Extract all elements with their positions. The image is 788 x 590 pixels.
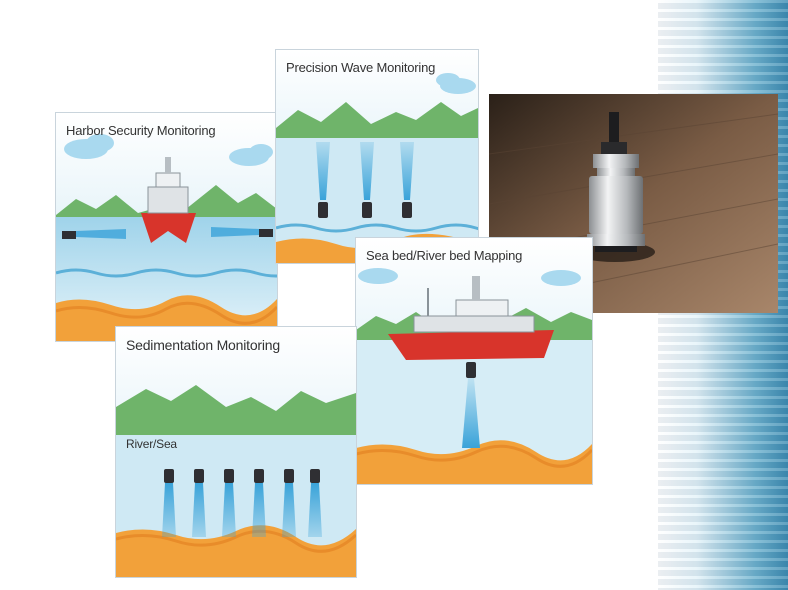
sensor-array (316, 142, 414, 218)
sedimentation-title: Sedimentation Monitoring (126, 337, 280, 353)
sedimentation-panel: Sedimentation Monitoring River/Sea (115, 326, 357, 578)
sonar-beam (462, 378, 480, 448)
ship-icon (141, 157, 196, 243)
cloud-icon (358, 268, 581, 286)
sensor-beam-left (62, 229, 126, 239)
harbor-security-panel: Harbor Security Monitoring (55, 112, 278, 342)
wave-title: Precision Wave Monitoring (286, 60, 436, 75)
mountain-range (56, 185, 277, 219)
mountain-range (276, 102, 478, 140)
mountain-range (116, 385, 356, 439)
cloud-icon (64, 134, 273, 166)
wave-monitoring-panel: Precision Wave Monitoring (275, 49, 479, 264)
seabed-title: Sea bed/River bed Mapping (366, 248, 523, 263)
sensor-array (162, 469, 322, 537)
sensor-icon (466, 362, 476, 378)
river-sea-label: River/Sea (126, 437, 177, 451)
sensor-beam-right (211, 227, 273, 237)
seabed-mapping-panel: Sea bed/River bed Mapping (355, 237, 593, 485)
harbor-title: Harbor Security Monitoring (66, 123, 216, 138)
ship-icon (388, 276, 554, 360)
cloud-icon (436, 73, 476, 94)
